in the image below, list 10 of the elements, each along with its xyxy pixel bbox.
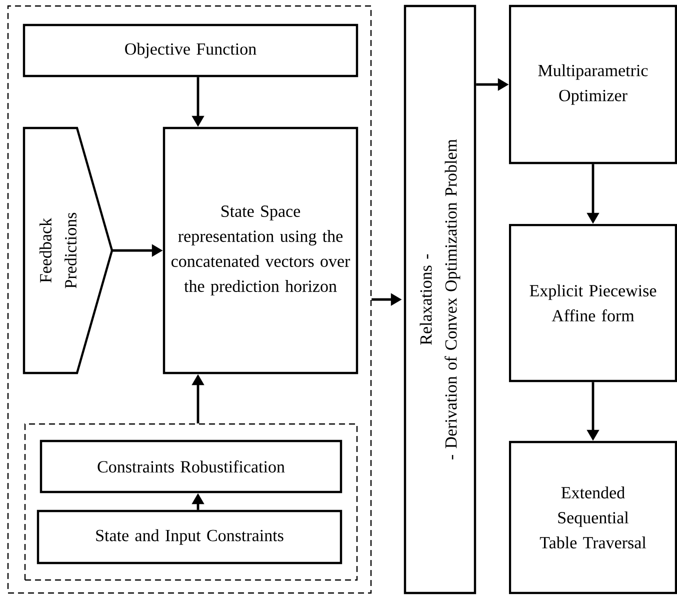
process-box: State and Input Constraints [36, 510, 342, 564]
process-box: Extended Sequential Table Traversal [508, 440, 677, 594]
process-box: Objective Function [22, 24, 358, 78]
dashed-frame [24, 423, 358, 581]
process-box: Constraints Robustification [40, 440, 342, 494]
process-box: Explicit Piecewise Affine form [508, 224, 677, 382]
process-box: Multiparametric Optimizer [508, 4, 677, 164]
process-box: State Space representation using the concatenated vectors over the prediction horizon [162, 126, 358, 374]
dashed-frame [7, 5, 372, 594]
process-box: Relaxations - - Derivation of Convex Optimization Problem [404, 4, 476, 594]
